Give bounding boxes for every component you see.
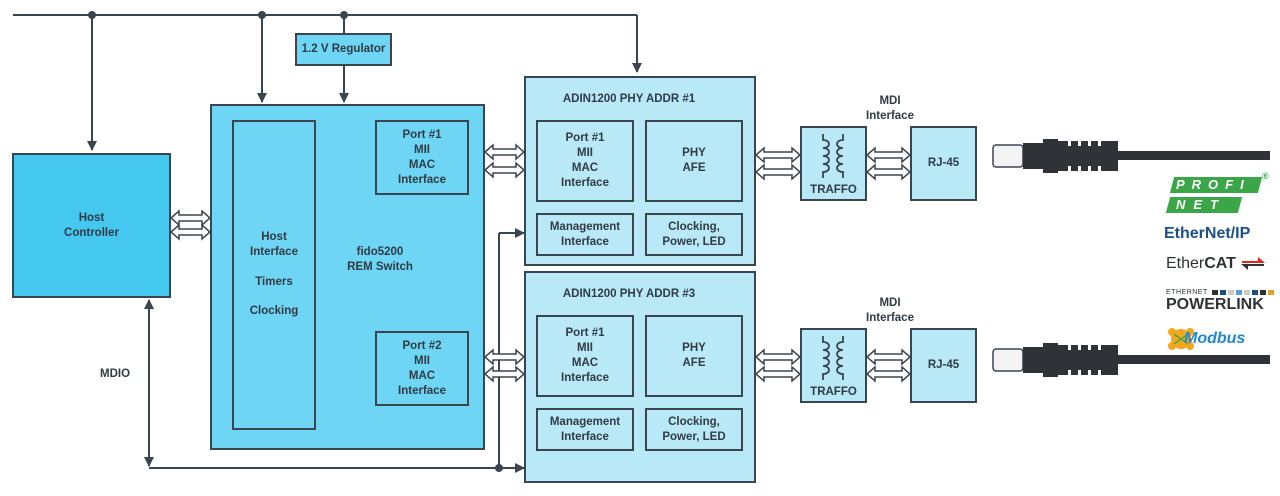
phy3-box <box>524 271 756 483</box>
registered-mark: ® <box>1262 171 1269 181</box>
regulator-box <box>295 33 392 66</box>
bus-arrow-switch-phy1 <box>483 161 526 179</box>
powerlink-logo: ETHERNET POWERLINK <box>1166 289 1274 313</box>
bus-arrow-host-switch <box>169 209 212 227</box>
mdi-label-bottom: MDI Interface <box>866 297 914 324</box>
junction-dot <box>88 11 96 19</box>
phy3-clock-label: Clocking, Power, LED <box>662 415 726 443</box>
bus-arrow-phy3-traffo <box>754 348 802 366</box>
junction-dot <box>258 11 266 19</box>
switch-port2-box <box>375 331 469 406</box>
phy1-mgmt-box <box>536 213 634 256</box>
phy1-clock-box <box>645 213 743 256</box>
phy3-title: ADIN1200 PHY ADDR #3 <box>562 287 696 300</box>
mdio-bus <box>144 228 525 473</box>
bus-arrow-phy1-traffo <box>754 163 802 181</box>
traffo-label-top: TRAFFO <box>810 183 857 196</box>
traffo-box-top <box>800 126 867 201</box>
switch-host-interface: Host Interface <box>250 231 298 258</box>
rj45-cable-top <box>992 139 1270 173</box>
switch-clocking: Clocking <box>249 304 299 317</box>
traffo-box-bottom <box>800 328 867 403</box>
phy1-afe-box <box>645 120 743 202</box>
modbus-star-icon <box>1168 328 1194 350</box>
host-controller-label: Host Controller <box>64 211 119 239</box>
bus-arrow-traffo-rj45 <box>865 146 912 164</box>
switch-timers: Timers <box>255 275 293 288</box>
regulator-label: 1.2 V Regulator <box>301 43 386 55</box>
phy3-mac-box <box>536 315 634 397</box>
phy1-clock-label: Clocking, Power, LED <box>662 220 726 248</box>
bus-arrow-traffo-rj45 <box>865 163 912 181</box>
mdio-label: MDIO <box>99 367 131 380</box>
switch-port2-label: Port #2 MII MAC Interface <box>398 339 446 397</box>
bus-arrow-host-switch <box>169 223 212 241</box>
junction-dot <box>340 11 348 19</box>
phy1-mac-box <box>536 120 634 202</box>
power-rail <box>13 14 642 151</box>
transformer-icon <box>822 134 844 178</box>
bus-arrow-switch-phy3 <box>483 348 526 366</box>
rj45-box-bottom <box>910 328 977 403</box>
rj45-label-bottom: RJ-45 <box>927 359 960 371</box>
bus-arrow-phy3-traffo <box>754 365 802 383</box>
switch-box <box>210 104 485 450</box>
profinet-logo: PROFI NET ® <box>1165 171 1270 217</box>
phy3-clock-box <box>645 408 743 451</box>
phy1-title: ADIN1200 PHY ADDR #1 <box>562 92 696 105</box>
phy3-mgmt-box <box>536 408 634 451</box>
rj45-box-top <box>910 126 977 201</box>
ethercat-logo: EtherCAT <box>1166 255 1266 273</box>
bus-arrow-switch-phy3 <box>483 365 526 383</box>
bus-arrow-switch-phy1 <box>483 143 526 161</box>
rj45-label-top: RJ-45 <box>927 157 960 169</box>
bus-arrow-traffo-rj45 <box>865 348 912 366</box>
mdi-label-top: MDI Interface <box>866 95 914 122</box>
switch-port1-label: Port #1 MII MAC Interface <box>398 128 446 186</box>
phy3-afe-label: PHY AFE <box>682 342 706 369</box>
switch-host-block <box>232 120 316 430</box>
transformer-icon <box>822 336 844 380</box>
phy3-mac-label: Port #1 MII MAC Interface <box>561 327 609 384</box>
traffo-label-bottom: TRAFFO <box>810 385 857 398</box>
rj45-cable-bottom <box>992 343 1270 377</box>
phy1-mac-label: Port #1 MII MAC Interface <box>561 132 609 189</box>
phy1-afe-label: PHY AFE <box>682 147 706 174</box>
phy3-afe-box <box>645 315 743 397</box>
ethernetip-logo: EtherNet/IP <box>1164 225 1251 242</box>
bus-arrow-phy1-traffo <box>754 146 802 164</box>
bus-arrow-traffo-rj45 <box>865 365 912 383</box>
phy3-mgmt-label: Management Interface <box>549 415 621 443</box>
ethercat-arrows-icon <box>1241 257 1266 270</box>
switch-label: fido5200 REM Switch <box>347 246 413 273</box>
host-controller-box <box>12 153 171 298</box>
phy1-mgmt-label: Management Interface <box>549 220 621 248</box>
switch-port1-box <box>375 120 469 195</box>
phy1-box <box>524 76 756 266</box>
junction-dot <box>495 464 503 472</box>
